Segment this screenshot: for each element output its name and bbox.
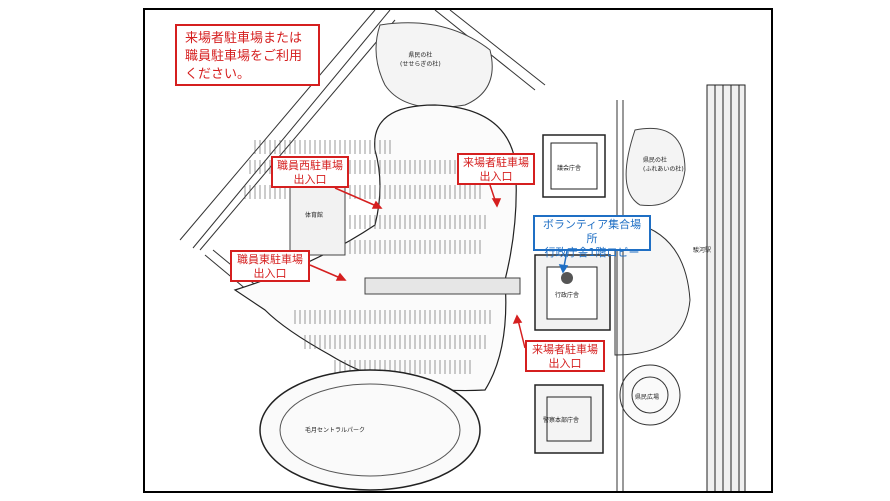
label-assembly: 議会庁舎 xyxy=(557,165,582,172)
railway xyxy=(706,84,746,491)
main-parking-lot xyxy=(233,104,517,392)
parking-notice-callout: 来場者駐車場または 職員駐車場をご利用 ください。 xyxy=(175,24,320,86)
label-forest-east: 県民の杜 (ふれあいの杜) xyxy=(643,157,684,173)
label-admin: 行政庁舎 xyxy=(555,292,580,299)
assembly-building xyxy=(542,134,606,198)
prefectural-square xyxy=(619,364,681,426)
label-forest-north: 県民の杜 (せせらぎの杜) xyxy=(400,52,441,68)
label-station: 駿河駅 xyxy=(693,247,712,254)
police-building xyxy=(534,384,604,454)
label-police: 警察本部庁舎 xyxy=(543,417,580,424)
forest-east-area xyxy=(625,127,686,207)
central-park-oval xyxy=(259,369,481,491)
forest-north-area xyxy=(375,22,493,108)
site-map: 県民の杜 (せせらぎの杜) 議会庁舎 県民の杜 (ふれあいの杜) 体育館 行政庁… xyxy=(143,8,773,493)
label-gym: 体育館 xyxy=(305,212,324,219)
visitor-south-entrance-callout: 来場者駐車場 出入口 xyxy=(525,340,605,372)
staff-east-entrance-callout: 職員東駐車場 出入口 xyxy=(230,250,310,282)
volunteer-meeting-point-callout: ボランティア集合場所 行政庁舎1階ロビー xyxy=(533,215,651,259)
visitor-north-entrance-callout: 来場者駐車場 出入口 xyxy=(457,153,535,185)
label-square: 県民広場 xyxy=(635,394,660,401)
map-drawing xyxy=(179,10,746,491)
staff-west-entrance-callout: 職員西駐車場 出入口 xyxy=(271,156,349,188)
center-access-road xyxy=(364,277,521,295)
east-plaza xyxy=(614,219,691,356)
label-park: 毛月セントラルパーク xyxy=(305,427,366,434)
